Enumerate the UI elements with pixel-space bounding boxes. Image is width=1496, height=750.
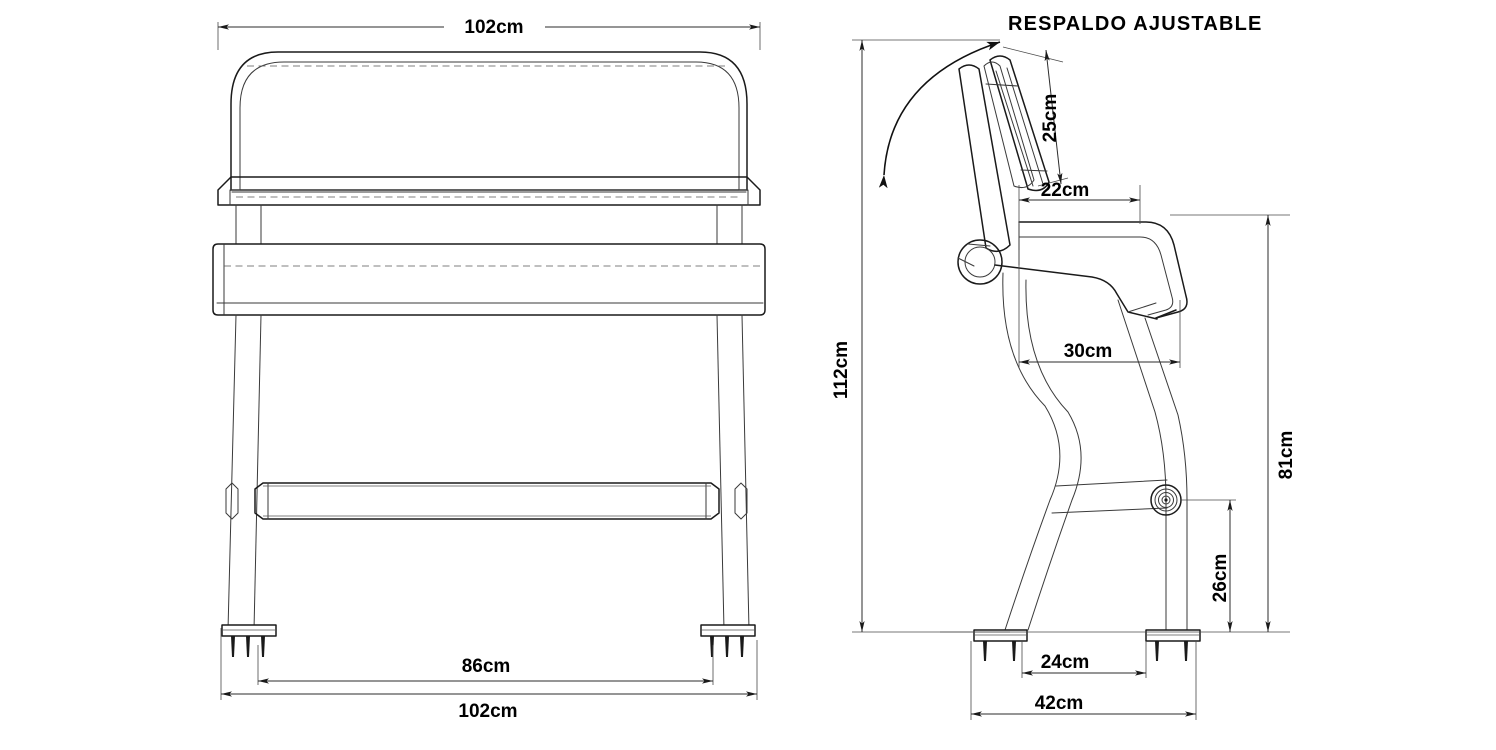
dim-label-side-total-112: 112cm xyxy=(831,341,852,399)
side-foot-rear xyxy=(1145,629,1201,661)
dim-label-front-inner-86: 86cm xyxy=(462,656,511,677)
dim-label-side-crossbar-26: 26cm xyxy=(1210,554,1231,603)
dim-side-seat-height-81: 81cm xyxy=(1170,214,1297,632)
front-backrest-base-rail xyxy=(217,176,761,206)
front-legs xyxy=(227,314,750,631)
dim-front-inner-86: 86cm xyxy=(257,645,714,685)
dim-side-crossbar-26: 26cm xyxy=(1180,499,1236,632)
front-foot-left xyxy=(221,624,277,657)
dim-label-side-seat-height-81: 81cm xyxy=(1276,431,1297,480)
side-leg-rear xyxy=(1117,299,1188,631)
side-view: RESPALDO AJUSTABLE 25cm 22cm 30cm xyxy=(831,13,1297,720)
side-foot-front xyxy=(973,629,1028,661)
dim-label-side-foot-outer-42: 42cm xyxy=(1035,693,1084,714)
dim-label-front-outer-102: 102cm xyxy=(458,701,517,722)
side-seat xyxy=(994,221,1188,320)
dim-side-foot-inner-24: 24cm xyxy=(1021,641,1147,678)
side-adjustment-knob xyxy=(1150,484,1182,516)
dim-side-seat-rear-22: 22cm xyxy=(1018,180,1141,224)
front-view: 102cm 86cm 102cm xyxy=(212,17,766,722)
dim-side-seat-depth-30: 30cm xyxy=(1018,250,1181,368)
front-cross-bar xyxy=(225,482,748,520)
dim-label-side-foot-inner-24: 24cm xyxy=(1041,652,1090,673)
dim-label-front-top-102: 102cm xyxy=(464,17,523,38)
side-leg-brace xyxy=(1051,479,1168,514)
front-seat-cushion xyxy=(212,243,766,316)
side-pivot-hinge xyxy=(957,239,1003,285)
front-foot-right xyxy=(700,624,756,657)
note-label: RESPALDO AJUSTABLE xyxy=(1008,13,1263,35)
dim-front-top-102: 102cm xyxy=(217,17,761,50)
dim-side-backrest-25: 25cm xyxy=(1002,46,1069,187)
dim-label-side-backrest-25: 25cm xyxy=(1040,94,1061,143)
front-backrest-pad xyxy=(230,51,748,191)
dim-side-total-112: 112cm xyxy=(831,39,1000,632)
dim-front-outer-102: 102cm xyxy=(220,628,758,722)
dim-label-side-seat-depth-30: 30cm xyxy=(1064,341,1113,362)
note-adjustable-backrest: RESPALDO AJUSTABLE xyxy=(878,13,1263,189)
dim-label-side-seat-rear-22: 22cm xyxy=(1041,180,1090,201)
front-backrest-posts xyxy=(235,204,743,245)
dim-side-foot-outer-42: 42cm xyxy=(970,641,1197,720)
side-leg-front xyxy=(1002,272,1082,631)
